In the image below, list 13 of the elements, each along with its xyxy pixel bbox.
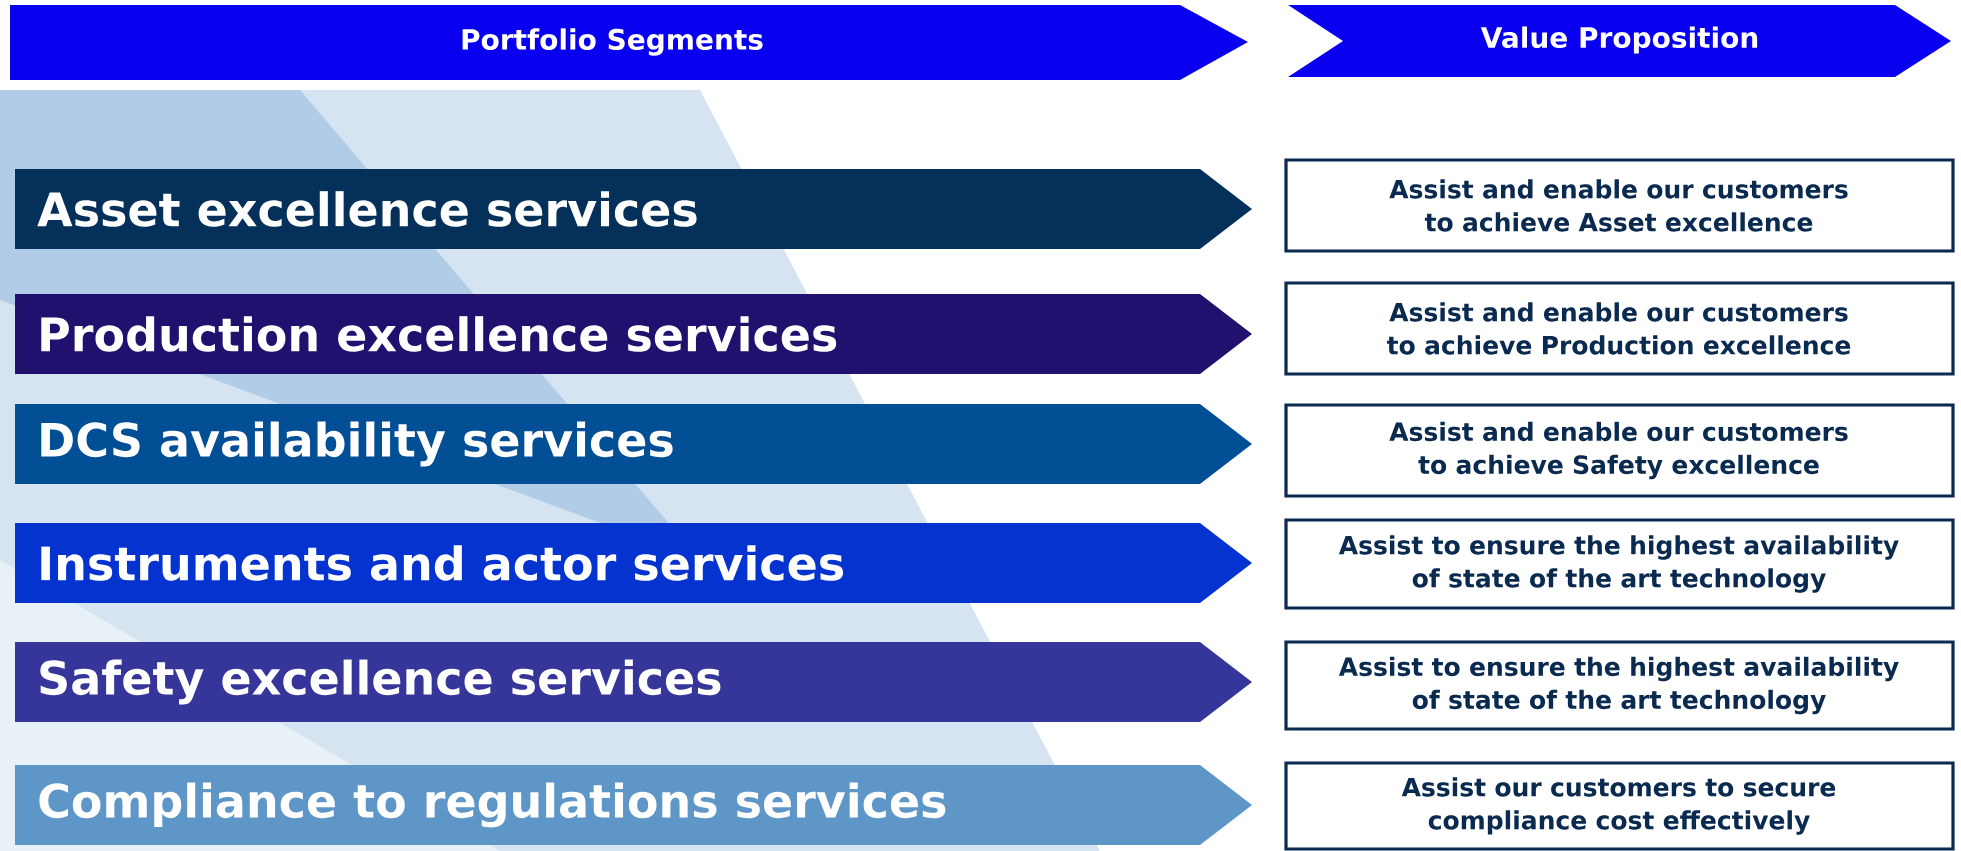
value-box: Assist to ensure the highest availability of state of the art technology (1284, 640, 1955, 731)
value-box: Assist and enable our customers to achieve Production excellence (1284, 281, 1955, 376)
segment-banner: Production excellence services (15, 294, 1252, 374)
header-banner: Portfolio Segments (10, 5, 1248, 80)
value-box: Assist and enable our customers to achieve Asset excellence (1284, 158, 1955, 253)
value-box: Assist our customers to secure compliance cost effectively (1284, 761, 1955, 851)
value-box: Assist and enable our customers to achieve Safety excellence (1284, 403, 1955, 498)
segment-banner: Instruments and actor services (15, 523, 1252, 603)
value-box: Assist to ensure the highest availability of state of the art technology (1284, 518, 1955, 610)
segment-banner: Safety excellence services (15, 642, 1252, 722)
segment-banner: Asset excellence services (15, 169, 1252, 249)
segment-banner: DCS availability services (15, 404, 1252, 484)
segment-banner: Compliance to regulations services (15, 765, 1252, 845)
